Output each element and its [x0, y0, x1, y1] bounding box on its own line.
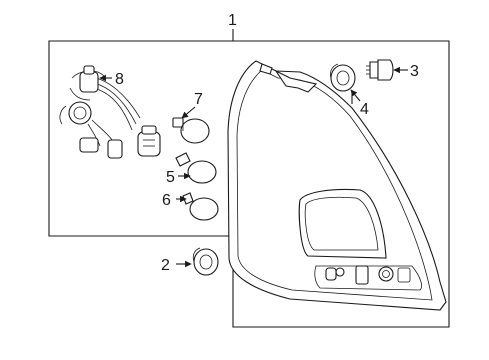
grommet-upper — [330, 63, 356, 92]
callout-1-label: 1 — [228, 12, 237, 29]
bulb-middle — [175, 152, 217, 184]
screw — [366, 59, 394, 81]
callout-4-leader — [350, 89, 361, 102]
callout-6-label: 6 — [162, 192, 171, 209]
callout-5-label: 5 — [166, 169, 175, 186]
tail-lamp-housing — [227, 60, 447, 311]
bulb-upper — [172, 117, 210, 144]
callout-7-label: 7 — [194, 91, 203, 108]
callout-8-label: 8 — [115, 71, 124, 88]
callout-3-label: 3 — [410, 63, 419, 80]
grommet-lower — [192, 247, 219, 276]
callout-7-leader — [181, 106, 196, 119]
bulb-lower — [182, 192, 219, 221]
callout-2-label: 2 — [161, 257, 170, 274]
assembly-boundary — [48, 29, 450, 328]
callout-4-label: 4 — [360, 101, 369, 118]
socket-harness — [59, 65, 161, 159]
